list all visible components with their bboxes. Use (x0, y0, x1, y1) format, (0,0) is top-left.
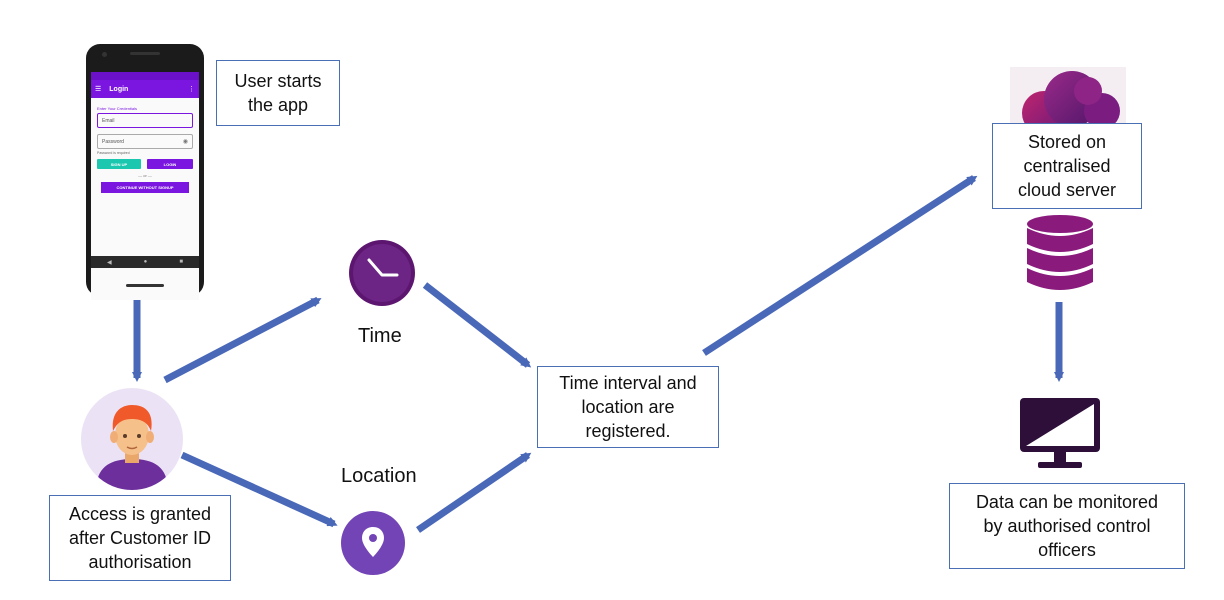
continue-without-signup-button[interactable]: CONTINUE WITHOUT SIGNUP (101, 182, 189, 193)
or-divider: — or — (138, 173, 152, 178)
time-interval-line2: location are (581, 397, 675, 417)
time-interval-line3: registered. (585, 421, 671, 441)
arrow-location-to-box (416, 452, 532, 533)
password-hint: Password is required (97, 151, 130, 155)
database-icon (1027, 215, 1093, 290)
password-field[interactable]: Password ◉ (97, 134, 193, 149)
clock-icon (349, 240, 415, 306)
recents-icon[interactable]: ■ (179, 259, 183, 265)
arrow-box-to-cloud (702, 175, 978, 356)
access-line3: authorisation (88, 552, 192, 572)
location-pin-icon (341, 511, 405, 575)
time-interval-box: Time interval and location are registere… (537, 366, 719, 448)
time-label: Time (358, 325, 402, 347)
app-bar: ☰ Login ⋮ (91, 80, 199, 98)
monitor-icon (1020, 398, 1100, 468)
location-label: Location (341, 465, 417, 487)
bottom-speaker (126, 284, 164, 287)
login-button[interactable]: LOGIN (147, 159, 193, 169)
arrow-user-to-time (163, 296, 322, 384)
stored-on-cloud-box: Stored on centralised cloud server (992, 123, 1142, 209)
access-line2: after Customer ID (68, 528, 212, 548)
credentials-hint: Enter Your Credentials (97, 106, 138, 111)
user-starts-line2: the app (247, 95, 309, 115)
access-granted-box: Access is granted after Customer ID auth… (49, 495, 231, 581)
monitored-line2: by authorised control (983, 516, 1151, 536)
stored-line2: centralised (1023, 156, 1111, 176)
monitored-line1: Data can be monitored (975, 492, 1159, 512)
arrow-user-to-location (180, 451, 338, 528)
eye-icon[interactable]: ◉ (182, 139, 188, 145)
status-bar (91, 72, 199, 80)
user-starts-box: User starts the app (216, 60, 340, 126)
signup-button[interactable]: SIGN UP (97, 159, 141, 169)
email-placeholder: Email (102, 117, 115, 124)
monitored-line3: officers (1038, 540, 1096, 560)
overflow-menu-icon[interactable]: ⋮ (188, 86, 195, 93)
hamburger-icon[interactable]: ☰ (95, 86, 102, 93)
camera-dot (102, 52, 107, 57)
stored-line1: Stored on (1027, 132, 1107, 152)
password-placeholder: Password (102, 138, 124, 145)
cloud-icon (1010, 67, 1126, 127)
user-avatar-icon (81, 388, 183, 490)
user-starts-line1: User starts (234, 71, 322, 91)
stored-line3: cloud server (1017, 180, 1117, 200)
data-monitored-box: Data can be monitored by authorised cont… (949, 483, 1185, 569)
email-field[interactable]: Email (97, 113, 193, 128)
arrow-time-to-box (422, 282, 532, 368)
phone-mockup: ☰ Login ⋮ Enter Your Credentials Email P… (86, 44, 204, 300)
time-interval-line1: Time interval and (559, 373, 697, 393)
back-icon[interactable]: ◀ (107, 259, 112, 266)
android-nav-bar: ◀ ● ■ (91, 256, 199, 268)
speaker-grill (130, 52, 160, 55)
app-title: Login (109, 85, 129, 93)
access-line1: Access is granted (68, 504, 212, 524)
home-icon[interactable]: ● (143, 259, 148, 265)
